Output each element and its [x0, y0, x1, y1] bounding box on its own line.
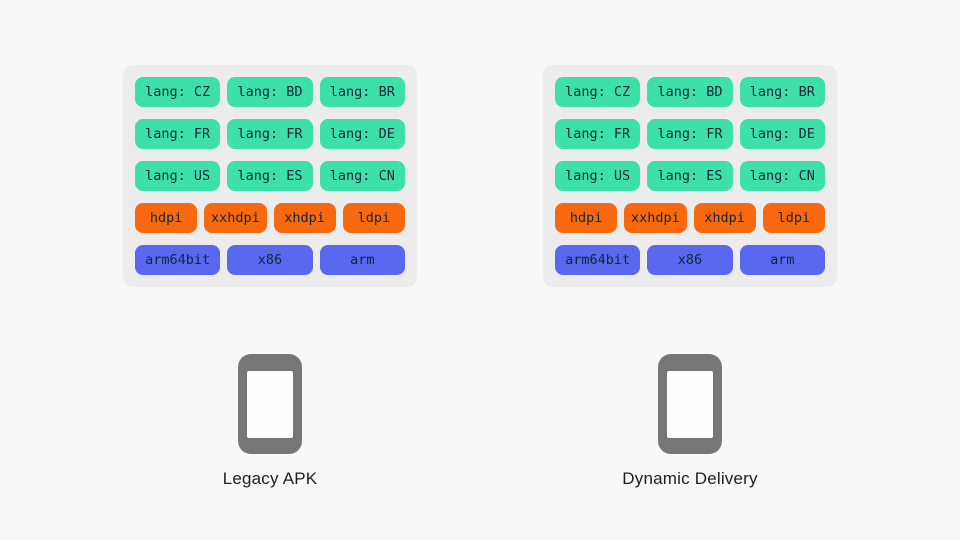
lang-chip-row: lang: US lang: ES lang: CN: [135, 161, 405, 191]
dynamic-delivery-caption: Dynamic Delivery: [622, 469, 758, 488]
legacy-apk-caption: Legacy APK: [222, 469, 318, 488]
lang-chip: lang: BR: [319, 77, 405, 107]
abi-chip: arm: [739, 245, 825, 275]
lang-chip: lang: US: [135, 161, 221, 191]
abi-chip-row: arm64bit x86 arm: [135, 245, 405, 275]
abi-chip: x86: [647, 245, 733, 275]
density-chip: xxhdpi: [204, 203, 267, 233]
lang-chip-row: lang: FR lang: FR lang: DE: [555, 119, 825, 149]
lang-chip: lang: FR: [647, 119, 733, 149]
legacy-apk-column: lang: CZ lang: BD lang: BR lang: FR lang…: [123, 65, 417, 489]
density-chip-row: hdpi xxhdpi xhdpi ldpi: [555, 203, 825, 233]
abi-chip: arm: [319, 245, 405, 275]
lang-chip: lang: US: [555, 161, 641, 191]
lang-chip: lang: BD: [227, 77, 313, 107]
density-chip: hdpi: [135, 203, 198, 233]
lang-chip: lang: FR: [135, 119, 221, 149]
lang-chip: lang: DE: [739, 119, 825, 149]
density-chip: xxhdpi: [624, 203, 687, 233]
lang-chip-row: lang: US lang: ES lang: CN: [555, 161, 825, 191]
phone-screen: [667, 371, 713, 438]
abi-chip: arm64bit: [135, 245, 221, 275]
lang-chip: lang: CZ: [135, 77, 221, 107]
lang-chip: lang: CN: [739, 161, 825, 191]
phone-screen: [247, 371, 293, 438]
lang-chip: lang: BD: [647, 77, 733, 107]
density-chip-row: hdpi xxhdpi xhdpi ldpi: [135, 203, 405, 233]
density-chip: hdpi: [555, 203, 618, 233]
abi-chip: arm64bit: [555, 245, 641, 275]
lang-chip: lang: FR: [227, 119, 313, 149]
density-chip: xhdpi: [273, 203, 336, 233]
lang-chip: lang: FR: [555, 119, 641, 149]
density-chip: xhdpi: [693, 203, 756, 233]
density-chip: ldpi: [342, 203, 405, 233]
lang-chip-row: lang: FR lang: FR lang: DE: [135, 119, 405, 149]
lang-chip: lang: DE: [319, 119, 405, 149]
lang-chip-row: lang: CZ lang: BD lang: BR: [135, 77, 405, 107]
legacy-apk-chip-panel: lang: CZ lang: BD lang: BR lang: FR lang…: [123, 65, 417, 287]
abi-chip: x86: [227, 245, 313, 275]
phone-icon: [658, 354, 722, 454]
lang-chip: lang: CN: [319, 161, 405, 191]
phone-icon: [238, 354, 302, 454]
dynamic-delivery-column: lang: CZ lang: BD lang: BR lang: FR lang…: [543, 65, 837, 489]
lang-chip-row: lang: CZ lang: BD lang: BR: [555, 77, 825, 107]
dynamic-delivery-chip-panel: lang: CZ lang: BD lang: BR lang: FR lang…: [543, 65, 837, 287]
lang-chip: lang: ES: [227, 161, 313, 191]
lang-chip: lang: BR: [739, 77, 825, 107]
lang-chip: lang: CZ: [555, 77, 641, 107]
abi-chip-row: arm64bit x86 arm: [555, 245, 825, 275]
density-chip: ldpi: [762, 203, 825, 233]
lang-chip: lang: ES: [647, 161, 733, 191]
